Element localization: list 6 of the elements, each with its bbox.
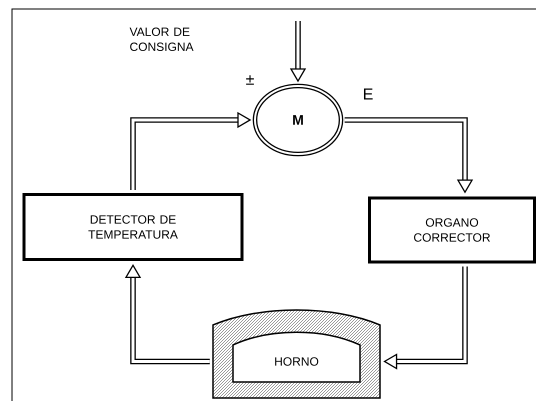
furnace-drawing: HORNO: [212, 309, 381, 399]
sign-label: E: [364, 88, 373, 100]
process-box: ORGANO CORRECTOR: [368, 196, 536, 264]
sign-label: ±: [246, 75, 254, 85]
process-box: DETECTOR DE TEMPERATURA: [22, 193, 244, 261]
input-label: VALOR DE CONSIGNA: [130, 28, 194, 52]
